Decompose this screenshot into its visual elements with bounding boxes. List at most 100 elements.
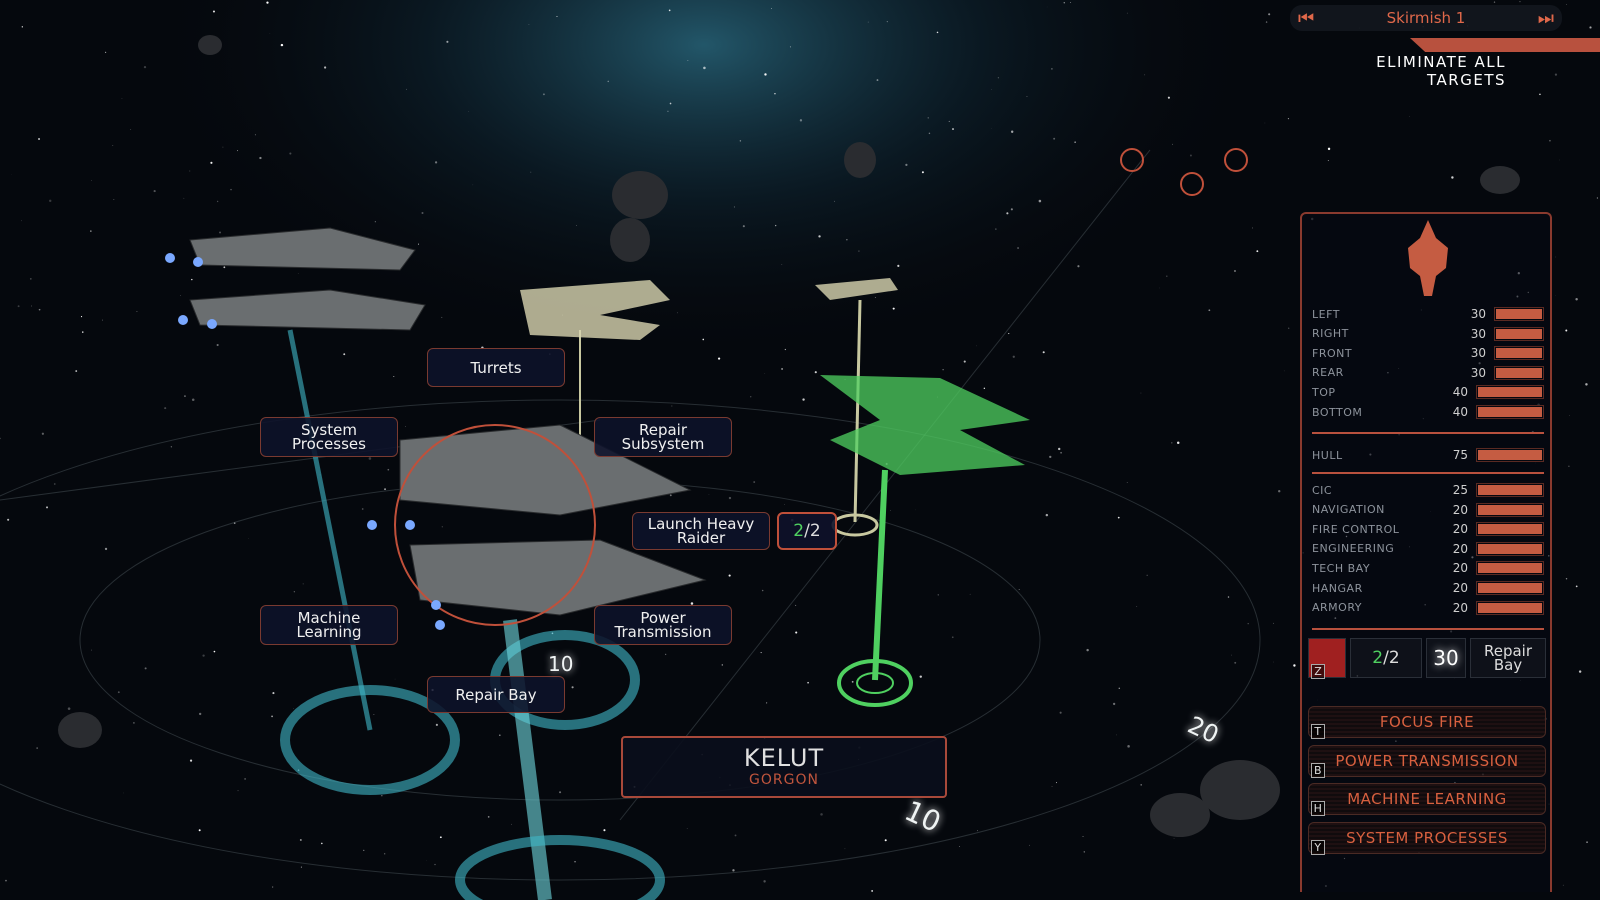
target-class: GORGON [749,772,819,788]
star [571,686,574,689]
star [435,723,438,726]
star [254,134,257,136]
star [975,345,977,347]
star [1077,265,1080,268]
star [1056,782,1057,784]
star [1144,74,1146,76]
friendly-ships[interactable] [189,227,707,626]
divider [1312,472,1544,474]
star [766,702,768,704]
star [1126,12,1128,14]
star [1018,588,1020,590]
stat-row: FRONT 30 [1312,344,1544,362]
repair-subsystem-label[interactable]: Repair Subsystem [594,417,732,457]
previous-icon[interactable]: ⏮ [1298,7,1315,29]
star [774,92,776,95]
star [1227,596,1230,598]
star [421,212,424,215]
star [248,538,249,539]
stat-label: HULL [1312,448,1343,462]
star [559,791,562,794]
machine-learning-label[interactable]: Machine Learning [260,605,398,645]
star [927,117,929,119]
star [1565,578,1568,580]
repair-bay-slot[interactable]: Repair Bay [1470,638,1546,678]
target-nameplate[interactable]: KELUT GORGON [621,736,947,798]
next-icon[interactable]: ⏭ [1537,7,1554,29]
star [1568,465,1570,467]
star [320,842,323,845]
star [802,398,805,401]
star [191,278,193,281]
star [603,829,606,832]
system-processes-label[interactable]: System Processes [260,417,398,457]
star [1146,574,1148,576]
star [67,707,71,710]
launch-raider-slot[interactable]: Z [1308,638,1346,679]
star [219,231,221,234]
raider-count-slot: 2/2 [1350,638,1422,678]
stat-label: ARMORY [1312,601,1362,615]
enemy-ships[interactable] [520,278,1030,475]
star [1140,784,1142,786]
star [53,483,56,485]
star [574,861,576,863]
star [302,583,304,585]
star [760,652,762,654]
stat-value: 30 [1470,346,1486,361]
star [1451,176,1454,179]
star [1074,141,1076,143]
empty-slot[interactable]: 30 [1426,638,1466,678]
star [434,863,436,866]
star [846,238,848,241]
stat-value: 75 [1452,448,1468,462]
stat-label: FRONT [1312,346,1353,360]
launch-heavy-raider-label[interactable]: Launch Heavy Raider [632,512,770,550]
target-name: KELUT [743,744,825,772]
star [130,129,132,130]
star [1585,383,1588,386]
star [468,110,470,112]
star [212,10,215,13]
star [179,295,181,296]
action-label: MACHINE LEARNING [1347,790,1507,808]
stat-bar [1494,326,1544,341]
star [1176,441,1180,445]
star [1208,309,1211,312]
star [771,8,772,9]
star [874,296,876,298]
stat-label: LEFT [1312,307,1340,321]
star [49,199,52,203]
repair-bay-label[interactable]: Repair Bay [427,676,565,713]
star [1596,197,1599,199]
star [1549,139,1551,142]
star [542,93,545,96]
star [374,221,376,223]
turrets-label[interactable]: Turrets [427,348,565,387]
stat-value: 20 [1452,581,1468,595]
hotkey: Z [1311,664,1325,679]
star [113,199,115,200]
star [871,890,874,892]
star [728,574,731,577]
power-transmission-label[interactable]: Power Transmission [594,605,732,645]
mission-title: Skirmish 1 [1386,9,1466,27]
star [728,496,732,500]
star [1586,841,1588,843]
star [753,481,756,483]
distant-target-markers[interactable] [1120,148,1248,196]
star [761,589,764,592]
star [886,21,888,23]
label-text: Launch Heavy Raider [647,515,755,547]
star [795,604,797,606]
star [299,838,302,841]
raider-counter: 2/2 [777,512,837,550]
star [1565,329,1568,332]
